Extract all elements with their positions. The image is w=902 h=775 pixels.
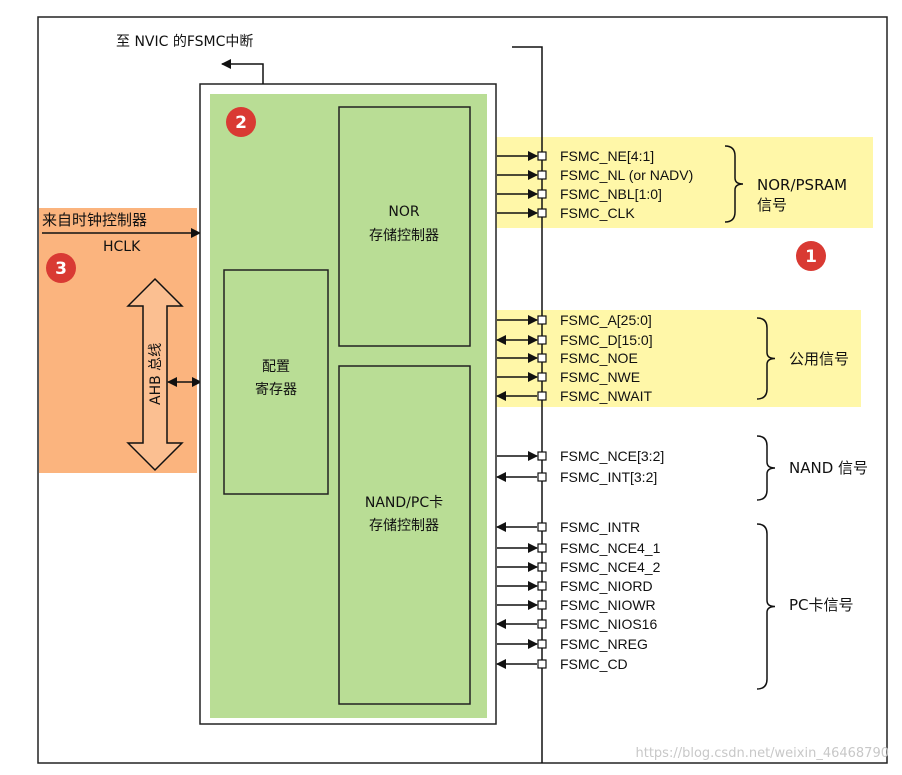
signal-name: FSMC_CLK — [560, 205, 635, 221]
signal-name: FSMC_NE[4:1] — [560, 148, 654, 164]
group-label-common: 公用信号 — [789, 350, 849, 368]
signal-list: FSMC_NE[4:1] FSMC_NL (or NADV) FSMC_NBL[1:… — [496, 145, 868, 690]
signal-pin — [537, 353, 547, 363]
badge-three-number: 3 — [55, 259, 67, 279]
group-bracket-nand — [756, 435, 776, 501]
signal-pin — [537, 562, 547, 572]
signal-name: FSMC_NIOWR — [560, 597, 656, 613]
outer-frame — [37, 16, 888, 764]
nor-controller-line2: 存储控制器 — [369, 228, 439, 244]
signal-name: FSMC_NOE — [560, 350, 638, 366]
signal-name: FSMC_NCE4_1 — [560, 540, 661, 556]
signal-pin — [537, 600, 547, 610]
group-label-pccard: PC卡信号 — [789, 596, 854, 614]
ahb-bus-arrow — [126, 277, 184, 472]
signal-pin — [537, 619, 547, 629]
nor-controller-line1: NOR — [388, 204, 419, 220]
nand-controller-line2: 存储控制器 — [369, 518, 439, 534]
group-bracket-nor — [724, 145, 744, 223]
signal-name: FSMC_NIOS16 — [560, 616, 657, 632]
nor-controller — [338, 106, 471, 347]
signal-name: FSMC_D[15:0] — [560, 332, 653, 348]
signal-name: FSMC_NCE4_2 — [560, 559, 661, 575]
hclk-label: HCLK — [103, 239, 141, 255]
badge-three: 3 — [46, 253, 76, 283]
signal-pin — [537, 208, 547, 218]
signal-pin — [537, 522, 547, 532]
signal-pin — [537, 335, 547, 345]
signal-pin — [537, 151, 547, 161]
group-label-nand: NAND 信号 — [789, 459, 868, 477]
group-label-nor: 信号 — [757, 196, 787, 214]
signal-name: FSMC_INTR — [560, 519, 640, 535]
badge-one-number: 1 — [805, 247, 817, 267]
signal-pin — [537, 639, 547, 649]
signal-pin — [537, 472, 547, 482]
signal-pin — [537, 543, 547, 553]
config-register-line1: 配置 — [262, 359, 290, 375]
signal-name: FSMC_NBL[1:0] — [560, 186, 662, 202]
signal-name: FSMC_INT[3:2] — [560, 469, 657, 485]
signal-name: FSMC_NREG — [560, 636, 648, 652]
signal-pin — [537, 659, 547, 669]
signal-name: FSMC_NCE[3:2] — [560, 448, 664, 464]
fsmc-inner-area — [210, 94, 487, 718]
nand-controller-line1: NAND/PC卡 — [365, 495, 443, 511]
watermark: https://blog.csdn.net/weixin_46468790 — [635, 746, 889, 761]
nvic-interrupt-label: 至 NVIC 的FSMC中断 — [116, 34, 253, 50]
signal-name: FSMC_NL (or NADV) — [560, 167, 693, 183]
nand-pc-controller — [338, 365, 471, 705]
highlight-band-common — [493, 310, 861, 407]
highlight-band-nor — [493, 137, 873, 228]
highlight-bands — [493, 137, 873, 407]
badge-one: 1 — [796, 241, 826, 271]
nvic-interrupt-line — [221, 59, 264, 84]
group-bracket-pccard — [756, 523, 776, 690]
signal-name: FSMC_NWE — [560, 369, 640, 385]
signal-pin — [537, 170, 547, 180]
signal-name: FSMC_CD — [560, 656, 628, 672]
signal-name: FSMC_NIORD — [560, 578, 653, 594]
badge-two-number: 2 — [235, 113, 247, 133]
config-register — [223, 269, 329, 495]
signal-pin — [537, 372, 547, 382]
clock-title: 来自时钟控制器 — [42, 211, 147, 229]
signal-name: FSMC_A[25:0] — [560, 312, 652, 328]
ahb-region — [39, 208, 197, 473]
signal-pin — [537, 391, 547, 401]
group-bracket-common — [756, 317, 776, 400]
signal-pin — [537, 451, 547, 461]
ahb-bus-label: AHB 总线 — [148, 343, 164, 405]
badge-two: 2 — [226, 107, 256, 137]
signal-name: FSMC_NWAIT — [560, 388, 652, 404]
signal-pin — [537, 315, 547, 325]
group-label-nor: NOR/PSRAM — [757, 176, 847, 194]
signal-pin — [537, 189, 547, 199]
config-register-line2: 寄存器 — [255, 381, 297, 398]
signal-pin — [537, 581, 547, 591]
